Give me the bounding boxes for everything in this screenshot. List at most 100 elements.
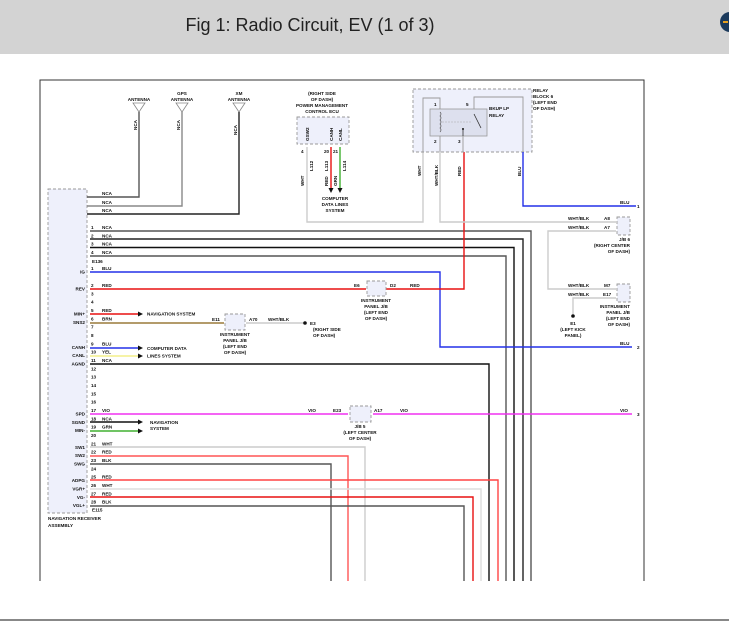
jb-label: PANEL J/B xyxy=(606,310,630,315)
dest-label: COMPUTER xyxy=(322,196,349,201)
wire-nca xyxy=(90,230,532,581)
offpage-ref: 2 xyxy=(637,345,640,350)
pin-number: 20 xyxy=(91,433,97,438)
wire-swg xyxy=(90,463,332,581)
wire-wht-blk-a8 xyxy=(439,152,616,223)
relay-block-label: (LEFT END xyxy=(533,100,558,105)
antenna-wire xyxy=(87,112,183,207)
terminal-label: CANL xyxy=(338,128,343,141)
connector-label: E136 xyxy=(92,259,103,264)
wire-sw2 xyxy=(90,455,349,581)
computer-data-label: COMPUTER DATA xyxy=(147,346,187,351)
wire-vgl xyxy=(90,505,465,581)
arrow-icon xyxy=(337,188,343,193)
pin-label: 20 xyxy=(324,149,330,154)
jb-label: (LEFT END xyxy=(606,316,631,321)
power-management-ecu xyxy=(296,116,350,145)
relay-internal-wiring xyxy=(422,96,524,152)
terminal-label: GSW2 xyxy=(305,127,310,141)
wire-color: BLU xyxy=(620,341,630,346)
jb-label: PANEL J/B xyxy=(364,304,388,309)
jb-label: INSTRUMENT xyxy=(600,304,630,309)
arrow-icon xyxy=(138,419,143,425)
wire-color: NCA xyxy=(102,358,113,363)
wire-color: NCA xyxy=(102,200,113,205)
jb-label: PANEL J/B xyxy=(223,338,247,343)
wire-nca xyxy=(90,238,524,581)
wire-agnd xyxy=(90,363,490,581)
relay-block-label: RELAY xyxy=(533,88,548,93)
wire-color: WHT/BLK xyxy=(568,216,590,221)
connector-label: L114 xyxy=(342,160,347,171)
wire-nca xyxy=(90,255,507,581)
pin-number: 16 xyxy=(91,400,97,405)
pin-label: 21 xyxy=(333,149,339,154)
pin-label: E11 xyxy=(212,317,220,322)
wire-vg xyxy=(90,496,474,581)
pin-number: 22 xyxy=(91,450,97,455)
wire-nca xyxy=(90,246,515,581)
wire-color: VIO xyxy=(400,408,408,413)
pin-number: 4 xyxy=(91,300,94,305)
pin-number: 10 xyxy=(91,350,97,355)
pin-number: 19 xyxy=(91,425,97,430)
pin-label: A17 xyxy=(374,408,383,413)
terminal-label: REV xyxy=(76,287,86,292)
relay-label: RELAY xyxy=(489,113,504,118)
nav-system-label: SYSTEM xyxy=(150,426,169,431)
antenna-xm: XM ANTENNA NCA xyxy=(87,91,251,215)
antenna-label: GPS xyxy=(177,91,187,96)
relay-block-label: BLOCK 6 xyxy=(533,94,554,99)
pin-label: E17 xyxy=(603,292,612,297)
jb-label: (LEFT END xyxy=(364,310,389,315)
wire-wht-blk-e17 xyxy=(572,297,616,314)
receiver-label: ASSEMBLY xyxy=(48,523,73,528)
arrow-icon xyxy=(138,345,143,351)
wire-color: WHT xyxy=(102,441,113,446)
wire-ecu-wht xyxy=(306,147,424,223)
wire-color: WHT/BLK xyxy=(268,317,290,322)
offpage-ref: 3 xyxy=(637,412,640,417)
antenna-icon xyxy=(132,102,146,113)
ip-jb-connector xyxy=(224,313,246,331)
wire-color: WHT/BLK xyxy=(568,283,590,288)
wire-wht-blk-a7 xyxy=(547,230,616,290)
wire-color: RED xyxy=(324,176,329,186)
pin-number: 21 xyxy=(91,441,97,446)
jb-label: OF DASH) xyxy=(365,316,388,321)
ground-icon xyxy=(571,314,575,318)
antenna-label: ANTENNA xyxy=(228,97,251,102)
terminal-label: SW2 xyxy=(75,453,85,458)
ecu-label: POWER MANAGEMENT xyxy=(296,103,348,108)
pin-number: 9 xyxy=(91,341,94,346)
jb5-connector xyxy=(349,405,372,423)
wire-color: NCA xyxy=(102,242,113,247)
wire-rev-red-relay xyxy=(386,152,465,290)
ecu-label: (RIGHT SIDE xyxy=(308,91,336,96)
navigation-receiver-box xyxy=(47,188,88,514)
pin-number: 3 xyxy=(91,291,94,296)
pin-number: 15 xyxy=(91,391,97,396)
jb6-connector xyxy=(616,216,631,236)
connector-label: E115 xyxy=(92,508,103,513)
connector-label: L112 xyxy=(309,160,314,171)
antenna-gps: GPS ANTENNA NCA xyxy=(87,91,194,207)
terminal-label: SWG xyxy=(74,461,85,466)
wire-color: WHT/BLK xyxy=(434,164,439,186)
pin-number: 11 xyxy=(91,358,96,363)
wire-color: NCA xyxy=(102,191,113,196)
pin-label: 3 xyxy=(458,139,461,144)
arrow-circle-icon[interactable] xyxy=(720,12,729,32)
pin-number: 2 xyxy=(91,233,94,238)
ground-icon xyxy=(303,321,307,325)
nav-system-label: NAVIGATION SYSTEM xyxy=(147,312,195,317)
antenna-label: XM xyxy=(236,91,243,96)
terminal-label: VGR+ xyxy=(72,486,85,491)
jb-label: J/B 6 xyxy=(619,237,630,242)
arrow-icon xyxy=(138,353,143,359)
pin-number: 28 xyxy=(91,500,97,505)
receiver-label: NAVIGATION RECEIVER xyxy=(48,516,102,521)
pin-number: 8 xyxy=(91,333,94,338)
wire-adpg xyxy=(90,479,499,581)
antenna-wire xyxy=(87,112,240,215)
